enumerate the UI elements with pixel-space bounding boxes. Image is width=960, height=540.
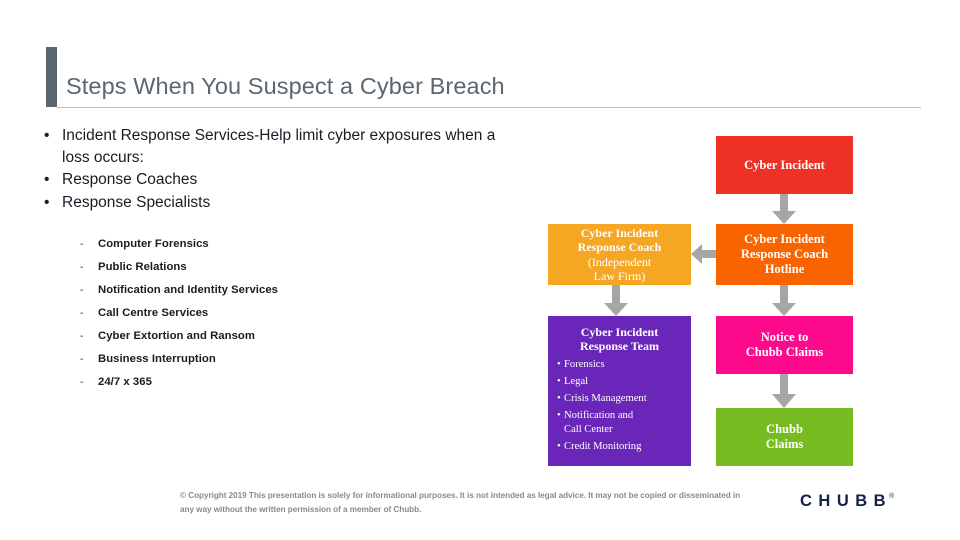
flow-box-line: Cyber Incident [744, 157, 825, 172]
flow-box-cyber-incident: Cyber Incident [716, 136, 853, 194]
dash-marker: - [80, 285, 84, 296]
arrow-down-hotline-to-notice [772, 285, 796, 316]
chubb-logo-wordmark: CHUBB [800, 492, 893, 510]
dash-marker: - [80, 331, 84, 342]
sub-list-label: Call Centre Services [98, 307, 209, 319]
cyber-response-flow-diagram: Cyber Incident Cyber Incident Response C… [516, 120, 916, 480]
flow-box-line: Response Team [579, 339, 659, 354]
sub-list-label: Cyber Extortion and Ransom [98, 330, 255, 342]
list-bullet: • [557, 392, 561, 404]
page-title: Steps When You Suspect a Cyber Breach [66, 73, 505, 99]
flow-box-line: Chubb Claims [745, 345, 824, 359]
flow-box-line: Cyber Incident [580, 226, 659, 241]
flow-box-line: Claims [765, 437, 804, 451]
flow-box-coach-hotline: Cyber Incident Response Coach Hotline [716, 224, 853, 285]
sub-list-item: - Call Centre Services [80, 307, 480, 330]
chubb-logo: CHUBB ® [800, 492, 894, 511]
sub-list-item: - Business Interruption [80, 353, 480, 376]
response-team-label: Forensics [564, 359, 605, 371]
title-divider [57, 107, 921, 108]
flow-box-line: Notice to [760, 330, 809, 345]
flow-box-line: Response Coach [740, 247, 829, 262]
dash-marker: - [80, 262, 84, 273]
sub-list-item: - Public Relations [80, 261, 480, 284]
response-team-label: Credit Monitoring [564, 440, 642, 452]
dash-marker: - [80, 377, 84, 388]
response-team-label: Legal [564, 376, 589, 388]
bullet-label: Response Coaches [62, 171, 198, 188]
flow-box-response-coach: Cyber Incident Response Coach (Independe… [548, 224, 691, 285]
flow-box-line: Response Coach [577, 240, 662, 255]
bullet-item-2: • Response Coaches [44, 169, 514, 191]
arrow-down-incident-to-hotline [772, 194, 796, 224]
response-team-label: Crisis Management [564, 392, 647, 404]
sub-list-item: - Computer Forensics [80, 238, 480, 261]
arrow-left-hotline-to-coach [691, 244, 716, 264]
flow-box-title: Cyber Incident Response Team [580, 325, 659, 353]
response-team-service-list: • Forensics • Legal • Crisis Management … [548, 358, 691, 456]
dash-marker: - [80, 308, 84, 319]
response-team-item: • Forensics [557, 358, 691, 372]
flow-box-line: Cyber Incident [580, 325, 659, 339]
flow-box-subline: Law Firm) [593, 268, 646, 283]
bullet-marker: • [44, 127, 50, 144]
footer-copyright-text: © Copyright 2019 This presentation is so… [180, 491, 741, 514]
dash-marker: - [80, 239, 84, 250]
body-bullet-list: • Incident Response Services-Help limit … [44, 125, 514, 214]
bullet-marker: • [44, 171, 50, 188]
sub-list-label: 24/7 x 365 [98, 376, 152, 388]
sub-bullet-list: - Computer Forensics - Public Relations … [80, 238, 480, 399]
response-team-item: • Crisis Management [557, 392, 691, 406]
sub-list-item: - Cyber Extortion and Ransom [80, 330, 480, 353]
flow-box-line: Hotline [764, 261, 805, 276]
flow-box-chubb-claims: Chubb Claims [716, 408, 853, 466]
sub-list-label: Computer Forensics [98, 238, 209, 250]
flow-box-line: Chubb [766, 422, 803, 437]
flow-box-notice-to-chubb-claims: Notice to Chubb Claims [716, 316, 853, 374]
arrow-down-coach-to-team [604, 285, 628, 316]
dash-marker: - [80, 354, 84, 365]
list-bullet: • [557, 440, 561, 452]
bullet-label: Response Specialists [62, 193, 211, 211]
sub-list-label: Business Interruption [98, 353, 216, 365]
arrow-down-notice-to-claims [772, 374, 796, 408]
sub-list-label: Notification and Identity Services [98, 284, 278, 296]
list-bullet: • [557, 409, 561, 421]
bullet-item-3: • Response Specialists [44, 192, 514, 214]
response-team-item: • Credit Monitoring [557, 440, 691, 454]
list-bullet: • [557, 376, 561, 388]
bullet-item-1: • Incident Response Services-Help limit … [44, 125, 514, 168]
flow-box-line: Cyber Incident [744, 232, 825, 247]
bullet-marker: • [44, 193, 50, 211]
sub-list-item: - Notification and Identity Services [80, 284, 480, 307]
list-bullet: • [557, 359, 561, 371]
flow-box-subline: (Independent [587, 254, 652, 269]
registered-trademark-icon: ® [889, 493, 895, 500]
sub-list-item: - 24/7 x 365 [80, 376, 480, 399]
title-accent-bar [46, 47, 57, 107]
flow-box-response-team: Cyber Incident Response Team • Forensics… [548, 316, 691, 466]
bullet-label: Incident Response Services-Help limit cy… [62, 127, 496, 166]
sub-list-label: Public Relations [98, 261, 187, 273]
response-team-item: • Legal [557, 375, 691, 389]
